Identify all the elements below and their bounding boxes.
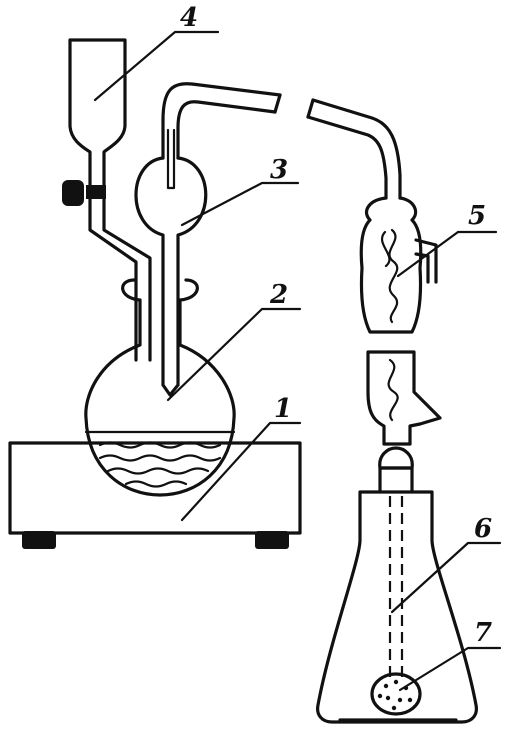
round-bottom-flask [84, 278, 236, 497]
label-1: 1 [274, 394, 292, 424]
delivery-tube-right [306, 98, 402, 200]
label-6: 6 [474, 514, 492, 544]
flask-liquid [98, 441, 222, 488]
label-4: 4 [180, 3, 198, 33]
label-5: 5 [468, 201, 486, 231]
label-7: 7 [474, 618, 492, 648]
label-3: 3 [270, 155, 288, 185]
dropping-funnel [62, 38, 152, 362]
leader-lines [93, 30, 502, 692]
label-2: 2 [269, 280, 288, 310]
gas-dispersion-bulb [370, 672, 422, 716]
conical-flask [316, 446, 478, 724]
absorption-tube-upper [359, 196, 438, 334]
absorption-tube-lower [366, 350, 442, 446]
delivery-tube-left [161, 82, 282, 130]
splash-bulb [134, 118, 208, 397]
